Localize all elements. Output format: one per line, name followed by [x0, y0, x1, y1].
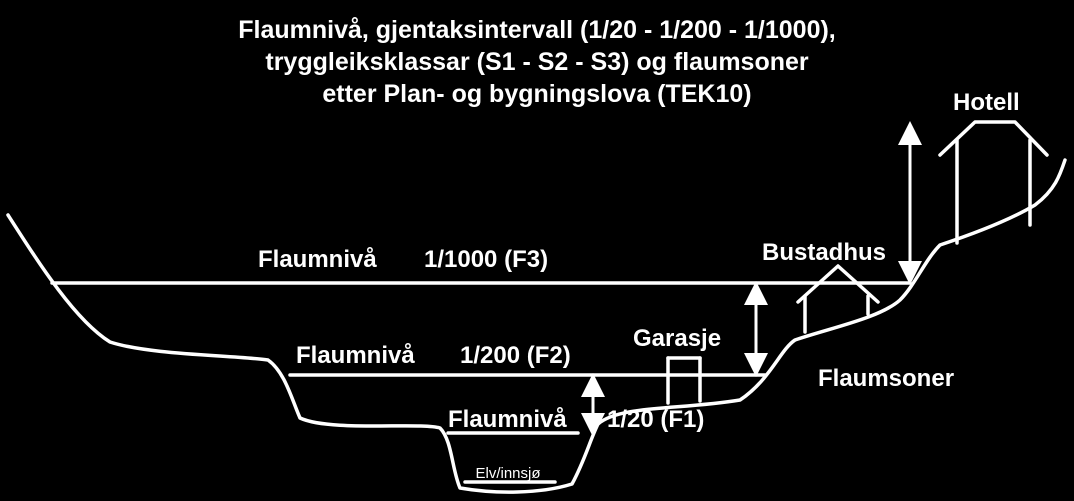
flood-zones-label: Flaumsoner: [818, 365, 954, 392]
flood-level-f3-name: Flaumnivå: [258, 246, 377, 273]
flood-level-f1-name: Flaumnivå: [448, 406, 567, 433]
flood-level-f3-interval: 1/1000 (F3): [424, 246, 548, 273]
title-line-3: etter Plan- og bygningslova (TEK10): [322, 80, 751, 108]
hotel-label: Hotell: [953, 89, 1020, 116]
flood-level-f2-name: Flaumnivå: [296, 342, 415, 369]
river-label: Elv/innsjø: [475, 465, 540, 482]
hotel-icon: [938, 120, 1049, 245]
title-line-1: Flaumnivå, gjentaksintervall (1/20 - 1/2…: [238, 16, 836, 44]
title-line-2: tryggleiksklassar (S1 - S2 - S3) og flau…: [265, 48, 809, 76]
flood-level-f1-interval: 1/20 (F1): [607, 406, 704, 433]
terrain-profile: [6, 158, 1067, 494]
house-icon: [796, 264, 880, 334]
garage-label: Garasje: [633, 325, 721, 352]
house-label: Bustadhus: [762, 239, 886, 266]
garage-icon: [666, 356, 702, 405]
flood-level-f2-interval: 1/200 (F2): [460, 342, 571, 369]
